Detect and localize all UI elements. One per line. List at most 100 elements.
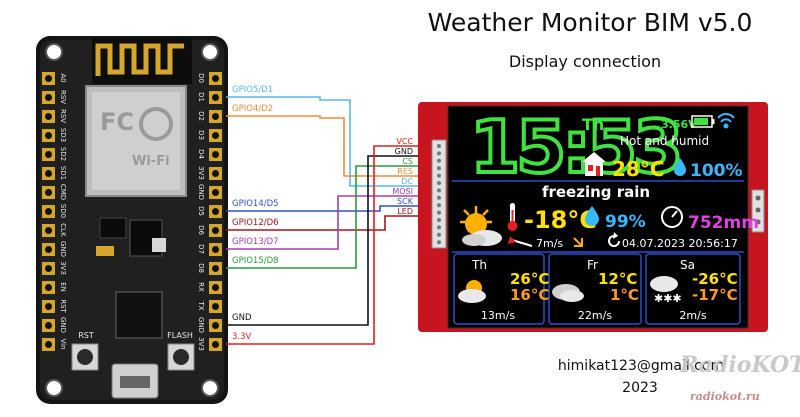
forecast-card <box>645 253 741 325</box>
wire-label-gpio: GPIO15/D8 <box>232 256 279 266</box>
pin-label: CMD <box>59 184 67 200</box>
diagram-subtitle: Display connection <box>508 52 662 71</box>
display-pin <box>437 232 441 237</box>
comfort-status: Hot and humid <box>620 134 709 148</box>
forecast-low: -17°C <box>692 286 738 304</box>
pin-label: SD2 <box>59 147 67 161</box>
outdoor-temperature: -18°C <box>524 206 597 234</box>
wire-label-gpio: GPIO14/D5 <box>232 199 279 209</box>
pin-label: CLK <box>59 223 67 237</box>
header-pins-right <box>209 72 222 351</box>
wire <box>226 215 430 231</box>
header-pins-left <box>42 72 55 351</box>
wire-label-display: DC <box>401 177 413 186</box>
cloudy-icon <box>552 284 584 302</box>
pin-label: 3V3 <box>59 261 67 275</box>
mount-hole <box>45 43 63 61</box>
wire-label-gpio: GPIO13/D7 <box>232 237 279 247</box>
screen-content: 15:53 Th 3.56V Hot and humid 28°C 100% f… <box>452 103 759 325</box>
wind-arrow-icon <box>508 236 533 247</box>
usb-uart-chip <box>115 291 163 339</box>
forecast-card <box>548 253 642 325</box>
pin-label: RX <box>197 282 205 292</box>
wire <box>226 195 430 250</box>
author-email: himikat123@gmail.com <box>557 358 725 374</box>
wire-label-display: LED <box>397 207 413 216</box>
forecast-day-3: Sa ✱✱✱ -26°C -17°C 2m/s <box>650 258 738 322</box>
wire-label-gpio: GPIO4/D2 <box>232 104 273 114</box>
wifi-signal-icon <box>717 113 735 129</box>
wifi-mark: Wi-Fi <box>132 154 170 169</box>
smd-part <box>152 238 166 252</box>
wind-direction-icon <box>573 237 583 247</box>
wire-labels-left: GPIO5/D1GPIO4/D2GPIO14/D5GPIO12/D6GPIO13… <box>232 85 279 342</box>
pin-label: D0 <box>197 73 205 83</box>
mount-hole <box>201 43 219 61</box>
pin-label: SD0 <box>59 204 67 218</box>
pin-label: D3 <box>197 130 205 140</box>
pin-label: 3V3 <box>197 337 205 351</box>
pressure-value: 752mm <box>688 213 759 233</box>
flash-button[interactable] <box>167 343 195 371</box>
wire-label-gpio: 3.3V <box>232 332 252 342</box>
watermark-site: radiokot.ru <box>690 390 760 403</box>
pin-label: D8 <box>197 263 205 273</box>
pin-label: TX <box>197 300 205 310</box>
forecast-wind: 22m/s <box>578 309 612 322</box>
indoor-humidity: 100% <box>690 161 743 181</box>
home-icon <box>582 152 606 176</box>
pin-label: D6 <box>197 225 205 235</box>
flash-label: FLASH <box>167 331 193 340</box>
pin-label: A0 <box>59 73 67 82</box>
forecast-low: 16°C <box>510 286 549 304</box>
indoor-temperature: 28°C <box>612 157 665 181</box>
display-pin <box>437 151 441 156</box>
display-pin <box>437 158 441 163</box>
weekday-label: Th <box>582 115 604 134</box>
display-pin <box>437 173 441 178</box>
wire <box>226 145 430 345</box>
wire <box>226 155 430 326</box>
forecast-day-2: Fr 12°C 1°C 22m/s <box>552 258 639 322</box>
led-part <box>96 246 114 256</box>
pin-label: RSV <box>59 90 67 104</box>
forecast-low: 1°C <box>610 286 639 304</box>
display-pin <box>437 188 441 193</box>
wire-label-display: RES <box>397 167 413 176</box>
partly-cloudy-icon <box>458 280 486 303</box>
outdoor-humidity: 99% <box>605 212 646 232</box>
forecast-high: 26°C <box>510 270 549 288</box>
forecast-card <box>453 253 545 325</box>
wire-label-display: CS <box>402 157 413 166</box>
wire-label-gpio: GPIO12/D6 <box>232 218 279 228</box>
antenna-trace <box>92 38 192 84</box>
mount-hole <box>45 379 63 397</box>
regulator-chip <box>99 217 127 239</box>
display-pin <box>437 203 441 208</box>
pin-label: 3V3 <box>197 166 205 180</box>
display-pin <box>437 240 441 245</box>
display-pin <box>437 218 441 222</box>
wire-label-display: SCK <box>397 197 414 206</box>
wire-label-display: MOSI <box>392 187 413 196</box>
battery-voltage: 3.56V <box>661 118 697 131</box>
pin-label: D5 <box>197 206 205 216</box>
fc-mark: FC <box>100 108 134 136</box>
wire-label-gpio: GPIO5/D1 <box>232 85 273 95</box>
pin-labels-left: A0RSVRSVSD3SD2SD1CMDSD0CLKGND3V3ENRSTGND… <box>59 73 67 349</box>
thermometer-icon <box>507 203 518 231</box>
barometer-icon <box>661 206 683 228</box>
battery-icon <box>691 115 715 128</box>
watermark-logo: RadioKOT <box>680 352 800 378</box>
display-pin <box>437 195 441 200</box>
wire-label-display: VCC <box>396 137 413 146</box>
copyright-year: 2023 <box>622 380 658 396</box>
forecast-day-1: Th 26°C 16°C 13m/s <box>458 258 549 322</box>
wire-label-gpio: GND <box>232 313 252 323</box>
forecast-wind: 2m/s <box>679 309 706 322</box>
mount-hole <box>201 379 219 397</box>
wire <box>226 205 430 212</box>
pin-label: SD3 <box>59 128 67 142</box>
